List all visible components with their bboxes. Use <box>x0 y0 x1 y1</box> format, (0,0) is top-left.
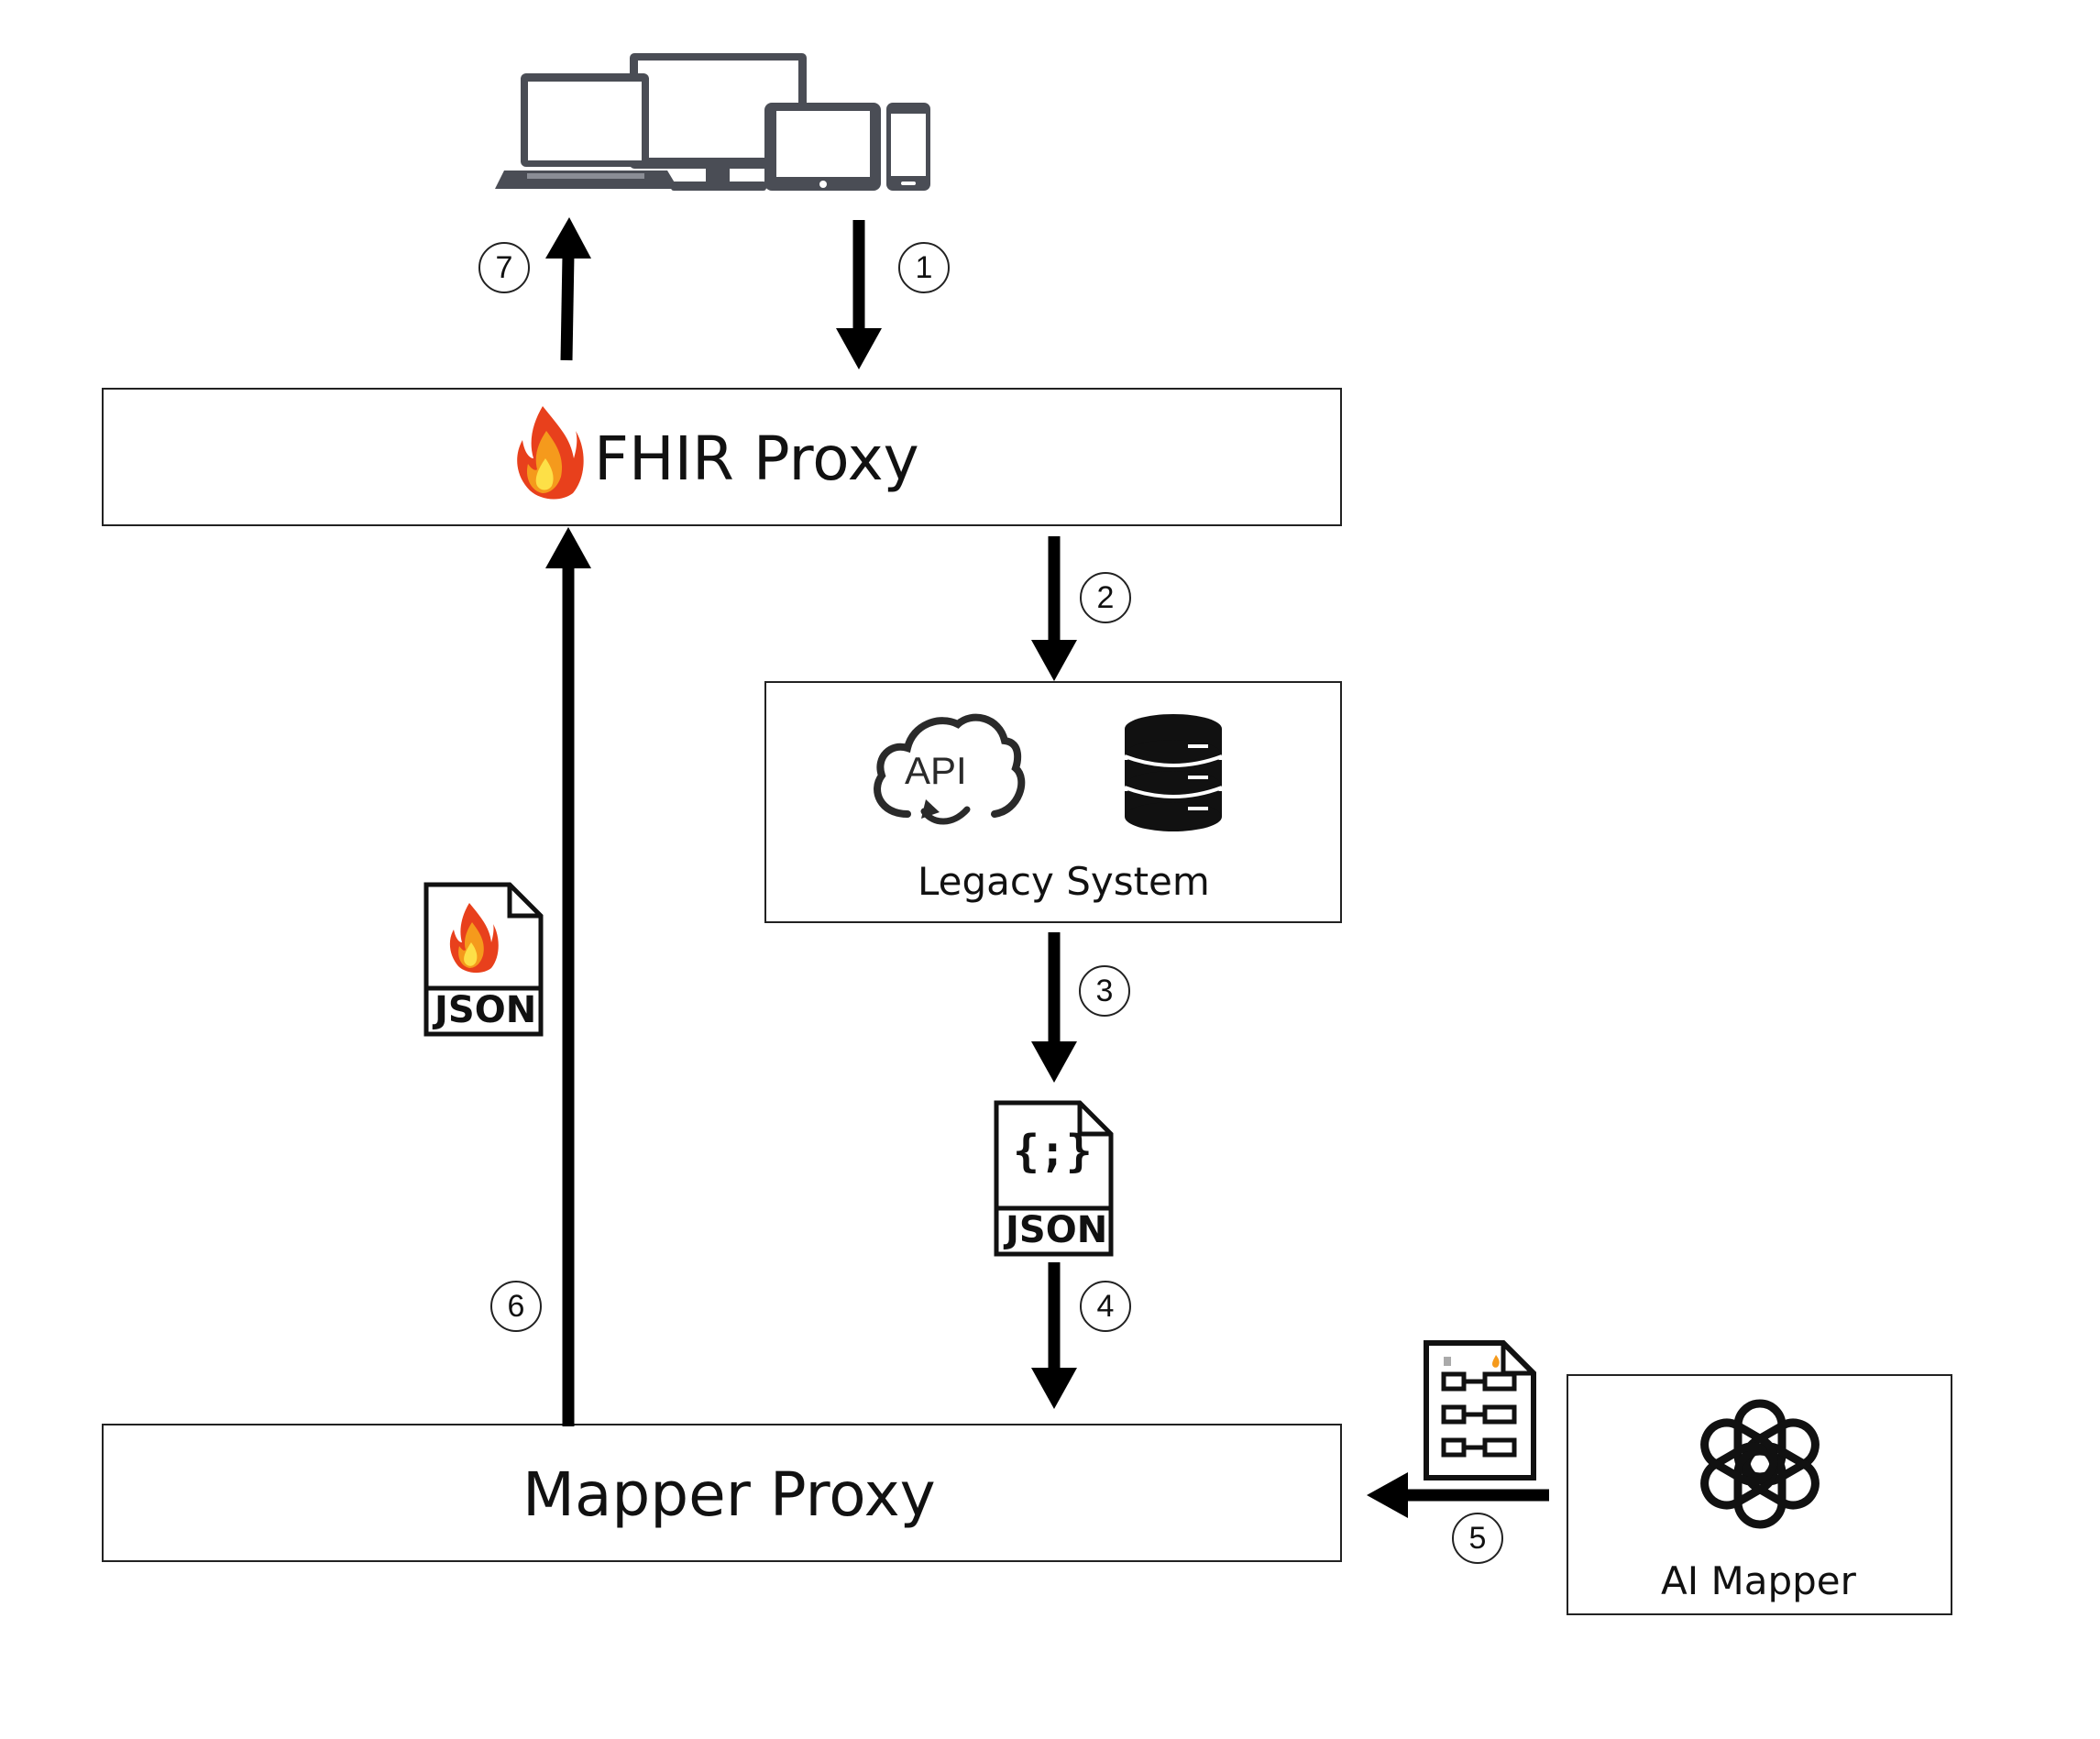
api-cloud-icon <box>874 713 1026 825</box>
legacy-system-label: Legacy System <box>918 859 1210 904</box>
raw-json-label: JSON <box>1006 1209 1108 1251</box>
arrow-step-1 <box>836 220 882 369</box>
arrow-step-7 <box>545 217 591 361</box>
ai-mapper-label: AI Mapper <box>1661 1558 1856 1603</box>
step-marker-3: 3 <box>1079 965 1130 1017</box>
step-marker-7: 7 <box>478 242 530 293</box>
step-marker-2: 2 <box>1080 572 1131 623</box>
tablet-icon <box>764 103 881 191</box>
arrow-step-3 <box>1031 932 1077 1083</box>
mapper-proxy-box <box>102 1424 1342 1562</box>
fhir-proxy-label: FHIR Proxy <box>594 424 919 494</box>
fhir-proxy-box <box>102 388 1342 526</box>
step-marker-5: 5 <box>1452 1513 1503 1564</box>
legacy-system-box <box>764 681 1342 923</box>
arrow-step-5 <box>1367 1472 1549 1518</box>
database-icon <box>1124 714 1223 831</box>
laptop-icon <box>495 73 678 189</box>
smartphone-icon <box>886 103 930 191</box>
raw-json-symbol: {;} <box>1013 1126 1093 1177</box>
fhir-json-label: JSON <box>434 989 537 1031</box>
arrow-step-4 <box>1031 1262 1077 1409</box>
api-icon-text: API <box>905 749 967 792</box>
arrow-step-6 <box>545 527 591 1426</box>
step-marker-6: 6 <box>490 1281 542 1332</box>
arrow-step-2 <box>1031 536 1077 681</box>
ai-mapper-box <box>1567 1374 1952 1615</box>
step-marker-4: 4 <box>1080 1281 1131 1332</box>
step-marker-1: 1 <box>898 242 950 293</box>
mapper-proxy-label: Mapper Proxy <box>522 1459 936 1530</box>
